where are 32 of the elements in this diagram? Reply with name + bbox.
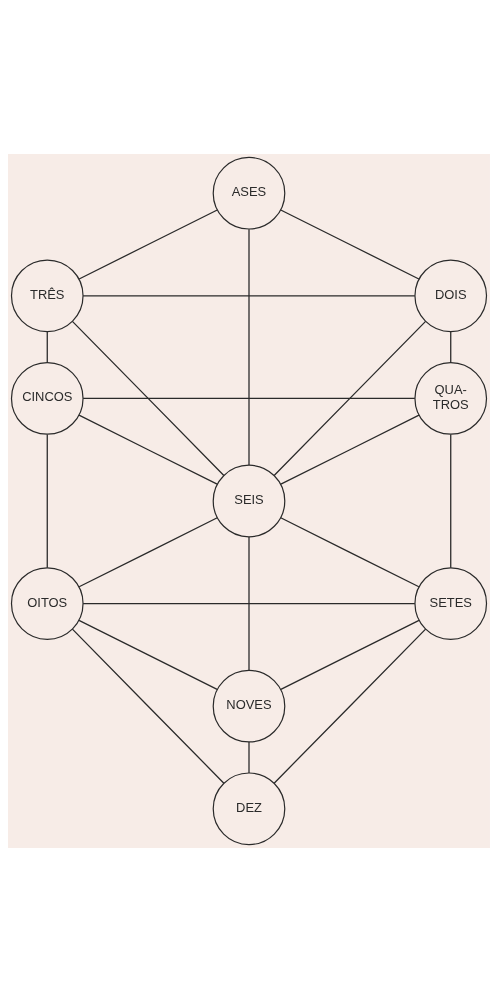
node-circle: SETES [414,566,488,640]
connector [78,414,218,485]
node-circle: NOVES [212,669,286,743]
connector [280,208,420,280]
connector [46,433,48,568]
connector [78,619,218,690]
connector [280,414,420,485]
connector [280,619,420,690]
node-circle: ASES [212,156,286,230]
connector [82,397,416,399]
connector [450,433,452,568]
connector [248,228,250,466]
node-circle: QUA- TROS [414,361,488,435]
connector [273,320,427,476]
node-circle: CINCOS [10,361,84,435]
connector [450,330,452,363]
connector [280,516,420,587]
node-circle: TRÊS [10,258,84,332]
connector [82,602,416,604]
node-circle: DOIS [414,258,488,332]
connector [78,208,218,280]
connector [71,628,225,784]
connector [82,294,416,296]
connector [71,320,225,476]
connector [46,330,48,363]
node-circle: DEZ [212,771,286,845]
connector [248,740,250,774]
connector [248,535,250,671]
connector [78,516,218,587]
node-circle: OITOS [10,566,84,640]
node-circle: SEIS [212,464,286,537]
connector [273,628,427,784]
